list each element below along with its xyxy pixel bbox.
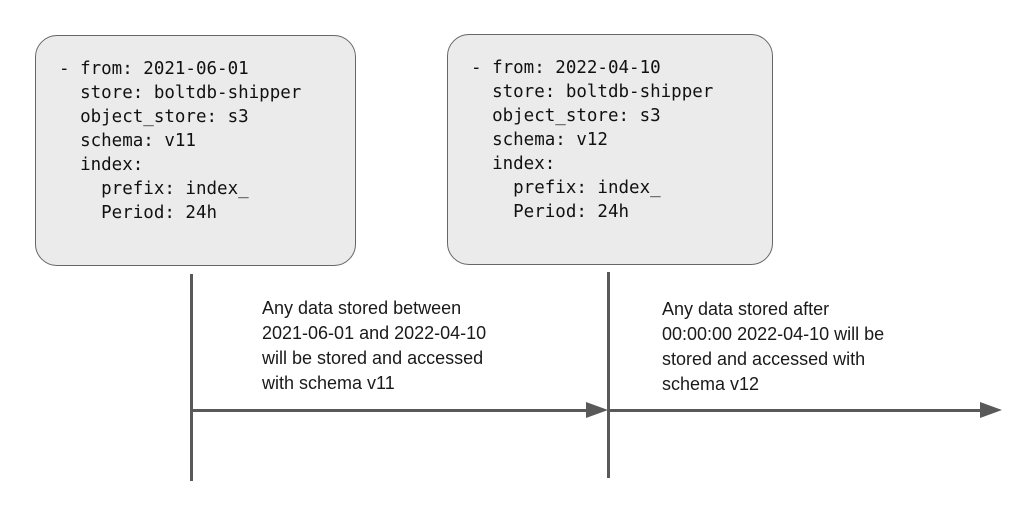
annotation-line: stored and accessed with [662,349,866,369]
annotation-line: schema v12 [662,374,760,394]
annotation-line: Any data stored after [662,299,830,319]
annotation-line: 2021-06-01 and 2022-04-10 [262,323,487,343]
annotation-line: 00:00:00 2022-04-10 will be [662,324,885,344]
schema-config-text-v11: - from: 2021-06-01 store: boltdb-shipper… [59,59,302,223]
schema-config-box-v12: - from: 2022-04-10 store: boltdb-shipper… [447,34,773,265]
annotation-line: Any data stored between [262,298,462,318]
timeline-tick-2021-06-01 [190,274,193,481]
annotation-line: will be stored and accessed [262,348,484,368]
timeline-arrow-v11-shaft [192,409,588,412]
timeline-tick-2022-04-10 [607,272,610,478]
timeline-arrow-v12-shaft [610,409,982,412]
annotation-line: with schema v11 [262,373,395,393]
annotation-v12-period: Any data stored after 00:00:00 2022-04-1… [662,297,884,397]
annotation-v11-period: Any data stored between 2021-06-01 and 2… [262,296,486,396]
arrow-head-icon [980,402,1002,418]
arrow-head-icon [586,402,608,418]
schema-config-box-v11: - from: 2021-06-01 store: boltdb-shipper… [35,35,356,266]
schema-config-text-v12: - from: 2022-04-10 store: boltdb-shipper… [471,58,714,222]
